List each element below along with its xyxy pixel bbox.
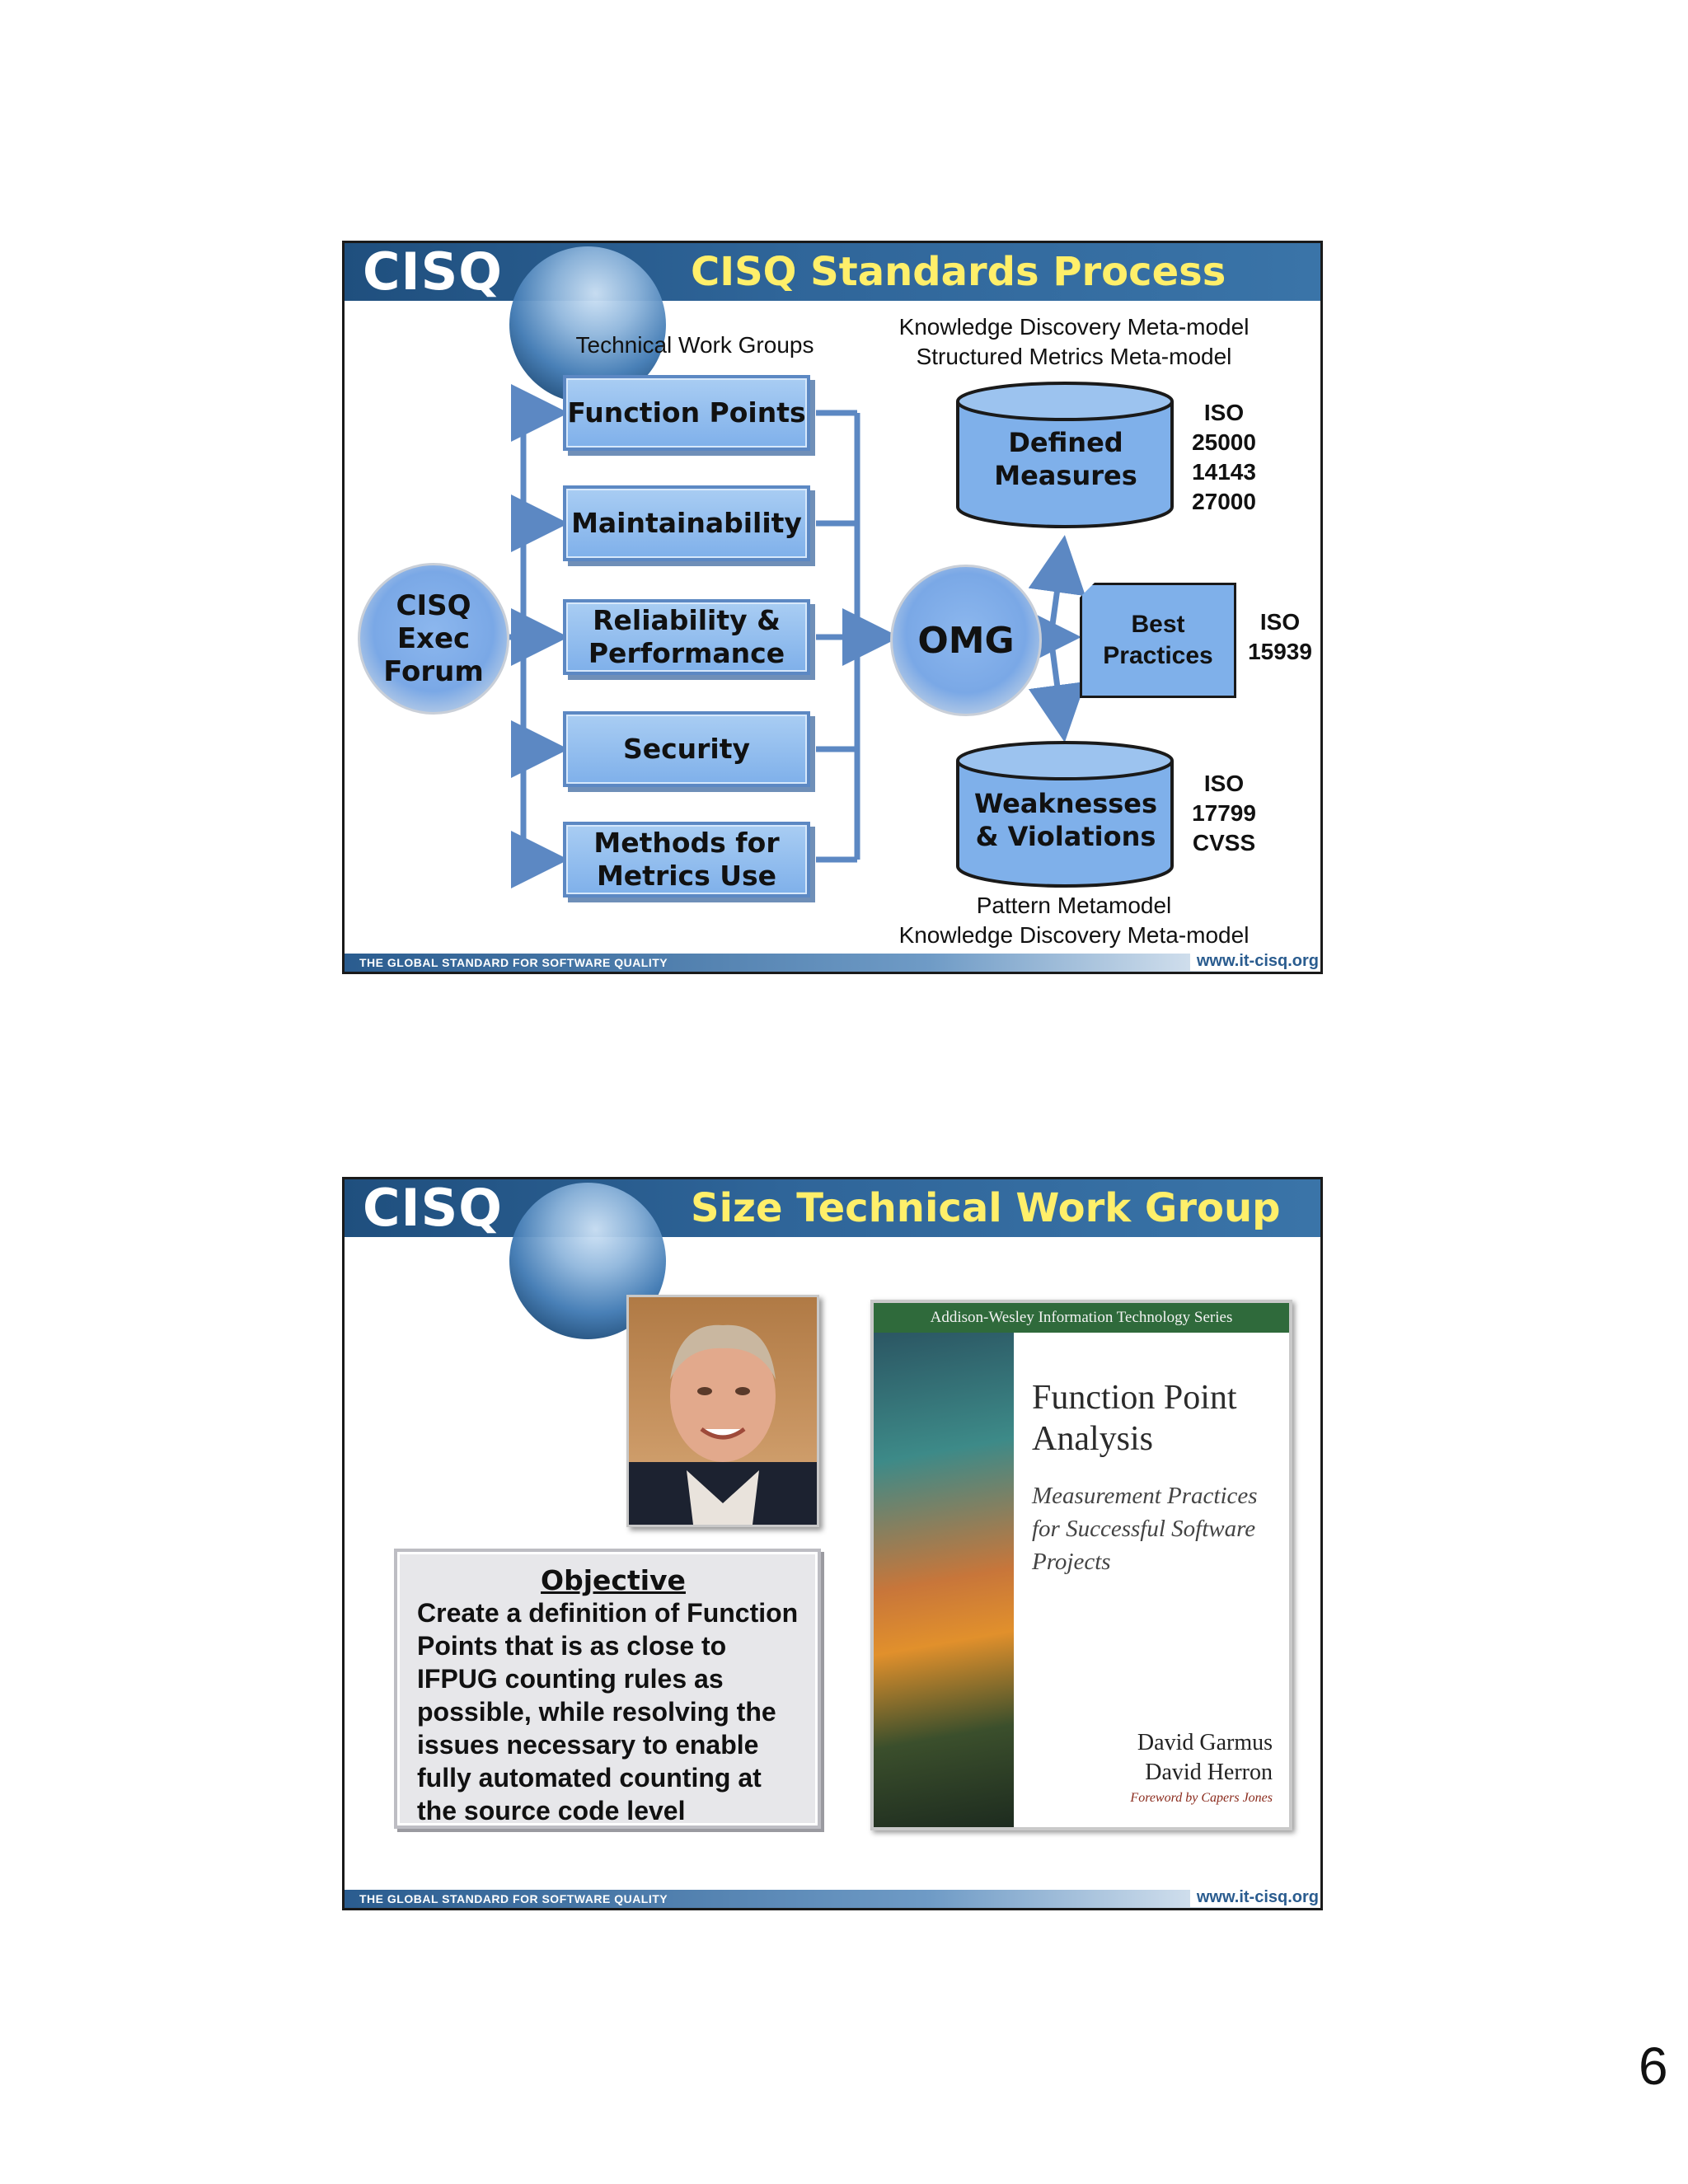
slide-header: CISQ CISQ Standards Process	[345, 241, 1320, 403]
slide-footer: THE GLOBAL STANDARD FOR SOFTWARE QUALITY…	[345, 952, 1320, 972]
objective-line: possible, while resolving the	[417, 1697, 776, 1727]
objective-line: fully automated counting at	[417, 1763, 762, 1793]
iso-best-line: 15939	[1248, 639, 1312, 664]
iso-weak-line: CVSS	[1192, 830, 1256, 855]
exec-forum-label: CISQ Exec Forum	[383, 589, 484, 688]
book-subtitle-line: Projects	[1032, 1549, 1111, 1575]
work-group-reliability-performance: Reliability & Performance	[563, 599, 810, 675]
work-group-maintainability: Maintainability	[563, 485, 810, 561]
weaknesses-violations-label: Weaknesses & Violations	[973, 788, 1158, 852]
iso-best-line: ISO	[1259, 609, 1301, 635]
book-author: David Garmus	[1137, 1730, 1273, 1755]
book-cover: Addison-Wesley Information Technology Se…	[870, 1300, 1292, 1830]
footer-url: www.it-cisq.org	[1189, 1888, 1320, 1907]
arrow-to-defined-measures	[1028, 535, 1086, 631]
iso-defined-measures: ISO 25000 14143 27000	[1187, 398, 1261, 517]
work-group-methods-metrics-use: Methods for Metrics Use	[563, 822, 810, 898]
objective-line: Points that is as close to	[417, 1631, 727, 1661]
pattern-metamodel-label: Pattern Metamodel	[976, 893, 1172, 918]
technical-work-groups-label: Technical Work Groups	[575, 332, 814, 358]
iso-defined-line: 25000	[1192, 429, 1256, 455]
kdm-top-label: Knowledge Discovery Meta-model	[898, 314, 1250, 340]
book-title: Function Point Analysis	[1032, 1377, 1237, 1460]
iso-best-practices: ISO 15939	[1243, 607, 1317, 667]
person-portrait-icon	[629, 1324, 817, 1525]
best-practices-label: Best Practices	[1103, 611, 1213, 669]
book-subtitle-line: Measurement Practices	[1032, 1483, 1258, 1509]
weaknesses-cylinder	[956, 741, 1174, 888]
book-author: David Herron	[1145, 1760, 1273, 1785]
book-subtitle: Measurement Practices for Successful Sof…	[1032, 1479, 1258, 1578]
book-foreword: Foreword by Capers Jones	[1130, 1791, 1273, 1805]
slide-size-technical-work-group: CISQ Size Technical Work Group Objective…	[342, 1177, 1323, 1910]
iso-weak-line: ISO	[1203, 771, 1245, 796]
kdm-bottom-label: Knowledge Discovery Meta-model	[898, 922, 1250, 948]
process-connectors	[509, 384, 1086, 888]
objective-line: the source code level	[417, 1796, 686, 1825]
arrow-to-weaknesses	[1028, 643, 1086, 743]
book-series: Addison-Wesley Information Technology Se…	[874, 1303, 1289, 1333]
objective-line: IFPUG counting rules as	[417, 1664, 724, 1694]
footer-url: www.it-cisq.org	[1189, 952, 1320, 971]
footer-tagline: THE GLOBAL STANDARD FOR SOFTWARE QUALITY	[359, 956, 668, 969]
defined-measures-cylinder	[956, 382, 1174, 528]
objective-line: Create a definition of Function	[417, 1598, 799, 1628]
omg-label: OMG	[917, 619, 1015, 662]
omg-circle: OMG	[890, 565, 1042, 716]
iso-weaknesses: ISO 17799 CVSS	[1187, 769, 1261, 858]
cisq-logo: CISQ	[363, 1178, 503, 1238]
best-practices-box: Best Practices	[1080, 583, 1236, 698]
objective-line: issues necessary to enable	[417, 1730, 759, 1760]
iso-defined-line: 27000	[1192, 489, 1256, 514]
slide-header: CISQ Size Technical Work Group	[345, 1178, 1320, 1339]
slide-title: Size Technical Work Group	[691, 1185, 1281, 1231]
book-subtitle-line: for Successful Software	[1032, 1516, 1256, 1542]
iso-defined-line: ISO	[1203, 400, 1245, 425]
slide-cisq-standards-process: CISQ CISQ Standards Process	[342, 241, 1323, 974]
objective-title: Objective	[541, 1564, 686, 1596]
page-number: 6	[1639, 2036, 1668, 2096]
presenter-photo	[626, 1295, 819, 1527]
book-title-line: Function Point	[1032, 1379, 1237, 1417]
objective-box: Objective Create a definition of Functio…	[394, 1549, 821, 1829]
book-cover-art	[874, 1333, 1014, 1827]
book-title-line: Analysis	[1032, 1420, 1153, 1458]
iso-weak-line: 17799	[1192, 800, 1256, 826]
book-authors: David Garmus David Herron	[1137, 1728, 1273, 1788]
footer-tagline: THE GLOBAL STANDARD FOR SOFTWARE QUALITY	[359, 1892, 668, 1905]
work-group-security: Security	[563, 711, 810, 787]
cisq-exec-forum-circle: CISQ Exec Forum	[358, 563, 509, 715]
work-group-function-points: Function Points	[563, 375, 810, 451]
smm-top-label: Structured Metrics Meta-model	[916, 344, 1232, 369]
slide-title: CISQ Standards Process	[691, 249, 1226, 295]
slide-footer: THE GLOBAL STANDARD FOR SOFTWARE QUALITY…	[345, 1888, 1320, 1908]
iso-defined-line: 14143	[1192, 459, 1256, 485]
objective-text: Create a definition of Function Points t…	[417, 1596, 809, 1827]
cisq-logo: CISQ	[363, 241, 503, 302]
defined-measures-label: Defined Measures	[994, 427, 1137, 491]
